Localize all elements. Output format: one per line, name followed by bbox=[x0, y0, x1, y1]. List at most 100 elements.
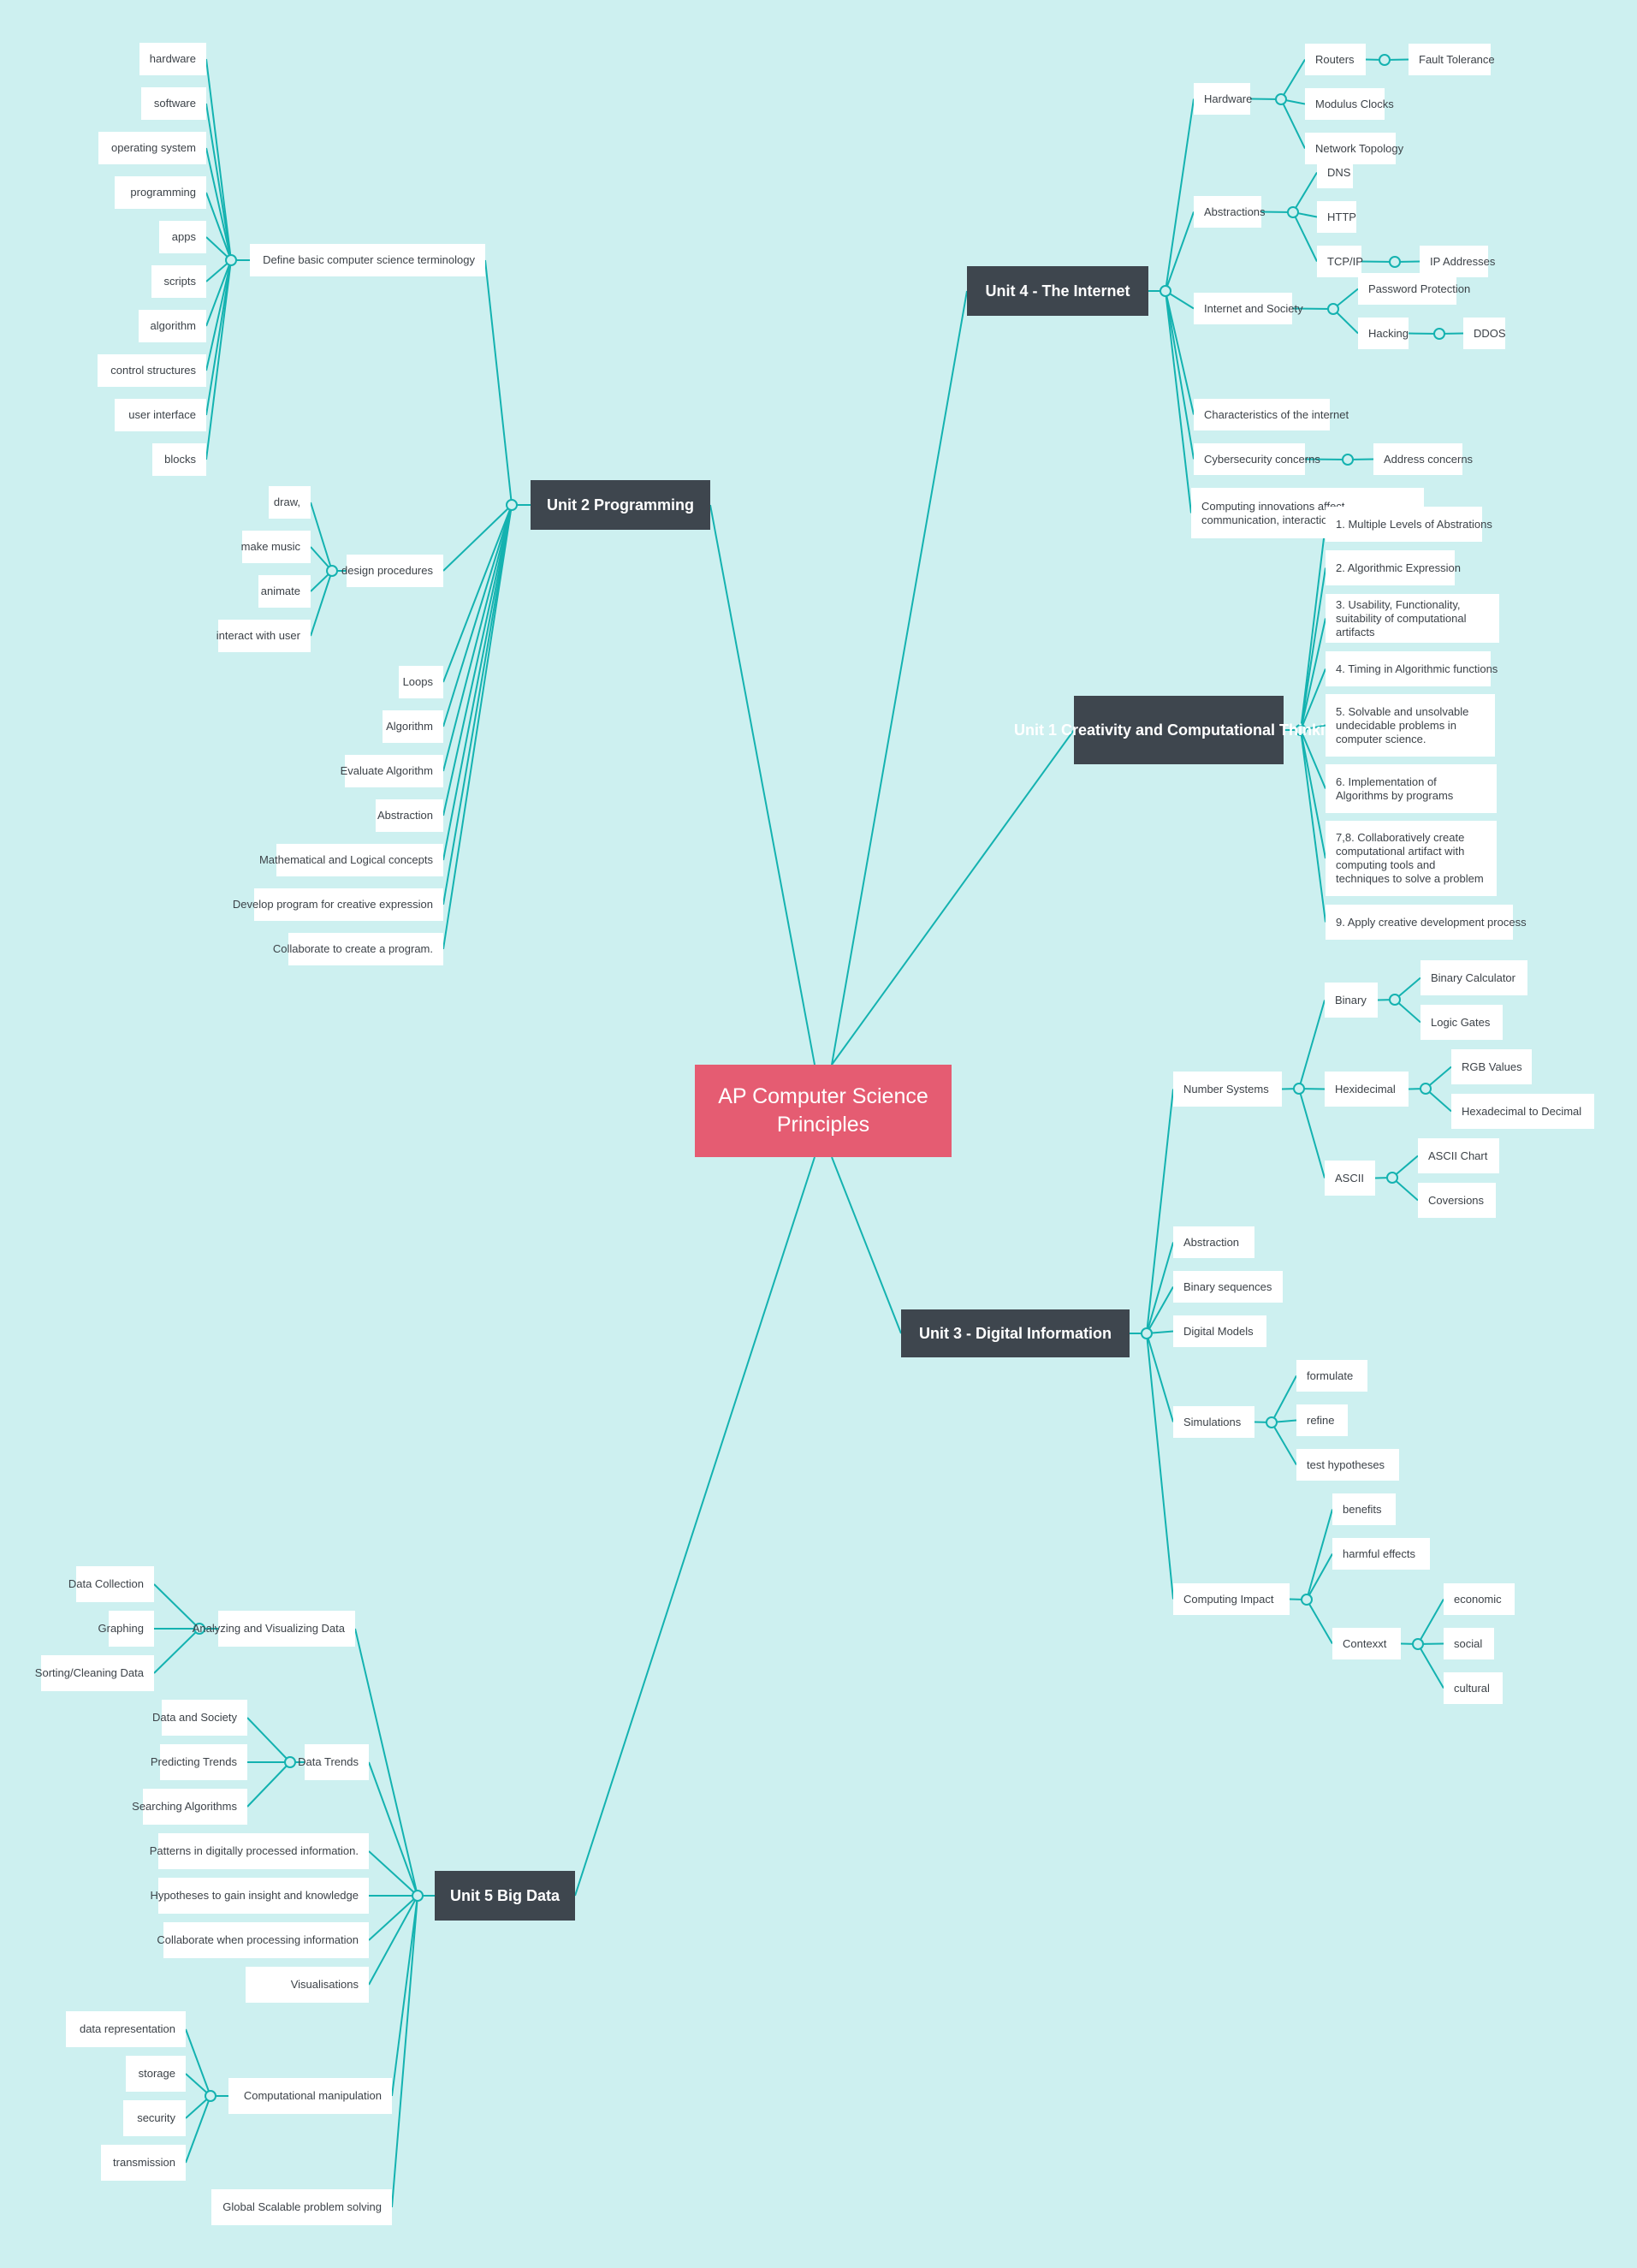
topic-programming[interactable]: programming bbox=[115, 176, 206, 209]
topic-graphing[interactable]: Graphing bbox=[98, 1611, 154, 1647]
collapse-toggle-icon[interactable] bbox=[1301, 1594, 1313, 1606]
topic-5-solvable-and-unsolvable-undecidable-pr[interactable]: 5. Solvable and unsolvable undecidable p… bbox=[1326, 694, 1495, 757]
topic-storage[interactable]: storage bbox=[126, 2056, 186, 2092]
topic-rgb-values[interactable]: RGB Values bbox=[1451, 1049, 1532, 1084]
topic-global-scalable-problem-solving[interactable]: Global Scalable problem solving bbox=[211, 2189, 392, 2225]
topic-ip-addresses[interactable]: IP Addresses bbox=[1420, 246, 1495, 277]
collapse-toggle-icon[interactable] bbox=[1287, 206, 1299, 218]
topic-patterns-in-digitally-processed-informat[interactable]: Patterns in digitally processed informat… bbox=[150, 1833, 369, 1869]
collapse-toggle-icon[interactable] bbox=[1412, 1638, 1424, 1650]
topic-http[interactable]: HTTP bbox=[1317, 201, 1356, 233]
topic-coversions[interactable]: Coversions bbox=[1418, 1183, 1496, 1218]
topic-data-trends[interactable]: Data Trends bbox=[298, 1744, 369, 1780]
topic-abstraction[interactable]: Abstraction bbox=[1173, 1226, 1254, 1258]
topic-loops[interactable]: Loops bbox=[399, 666, 443, 698]
topic-transmission[interactable]: transmission bbox=[101, 2145, 186, 2181]
collapse-toggle-icon[interactable] bbox=[284, 1756, 296, 1768]
topic-abstractions[interactable]: Abstractions bbox=[1194, 196, 1266, 228]
topic-3-usability-functionality-suitability-of[interactable]: 3. Usability, Functionality, suitability… bbox=[1326, 594, 1499, 643]
central-topic[interactable]: AP Computer Science Principles bbox=[695, 1065, 952, 1157]
topic-simulations[interactable]: Simulations bbox=[1173, 1406, 1254, 1438]
collapse-toggle-icon[interactable] bbox=[1327, 303, 1339, 315]
collapse-toggle-icon[interactable] bbox=[1389, 256, 1401, 268]
topic-data-collection[interactable]: Data Collection bbox=[68, 1566, 154, 1602]
topic-password-protection[interactable]: Password Protection bbox=[1358, 273, 1470, 305]
topic-digital-models[interactable]: Digital Models bbox=[1173, 1315, 1266, 1347]
topic-interact-with-user[interactable]: interact with user bbox=[216, 620, 311, 652]
collapse-toggle-icon[interactable] bbox=[1141, 1327, 1153, 1339]
collapse-toggle-icon[interactable] bbox=[1386, 1172, 1398, 1184]
collapse-toggle-icon[interactable] bbox=[1266, 1416, 1278, 1428]
topic-sorting-cleaning-data[interactable]: Sorting/Cleaning Data bbox=[35, 1655, 154, 1691]
topic-binary-calculator[interactable]: Binary Calculator bbox=[1421, 960, 1527, 995]
topic-formulate[interactable]: formulate bbox=[1296, 1360, 1367, 1392]
topic-algorithm[interactable]: Algorithm bbox=[383, 710, 443, 743]
topic-harmful-effects[interactable]: harmful effects bbox=[1332, 1538, 1430, 1570]
topic-contexxt[interactable]: Contexxt bbox=[1332, 1628, 1401, 1659]
topic-abstraction[interactable]: Abstraction bbox=[376, 799, 443, 832]
collapse-toggle-icon[interactable] bbox=[326, 565, 338, 577]
topic-design-procedures[interactable]: design procedures bbox=[341, 555, 443, 587]
topic-mathematical-and-logical-concepts[interactable]: Mathematical and Logical concepts bbox=[259, 844, 443, 876]
topic-social[interactable]: social bbox=[1444, 1628, 1494, 1659]
collapse-toggle-icon[interactable] bbox=[412, 1890, 424, 1902]
topic-7-8-collaboratively-create-computational[interactable]: 7,8. Collaboratively create computationa… bbox=[1326, 821, 1497, 896]
main-topic-u1[interactable]: Unit 1 Creativity and Computational Thin… bbox=[1014, 696, 1343, 764]
topic-hypotheses-to-gain-insight-and-knowledge[interactable]: Hypotheses to gain insight and knowledge bbox=[150, 1878, 369, 1914]
topic-address-concerns[interactable]: Address concerns bbox=[1373, 443, 1473, 475]
topic-ddos[interactable]: DDOS bbox=[1463, 318, 1506, 349]
collapse-toggle-icon[interactable] bbox=[1420, 1083, 1432, 1095]
collapse-toggle-icon[interactable] bbox=[1342, 454, 1354, 466]
topic-data-representation[interactable]: data representation bbox=[66, 2011, 186, 2047]
topic-scripts[interactable]: scripts bbox=[151, 265, 206, 298]
topic-logic-gates[interactable]: Logic Gates bbox=[1421, 1005, 1503, 1040]
topic-routers[interactable]: Routers bbox=[1305, 44, 1366, 75]
topic-benefits[interactable]: benefits bbox=[1332, 1493, 1396, 1525]
topic-hexadecimal-to-decimal[interactable]: Hexadecimal to Decimal bbox=[1451, 1094, 1594, 1129]
topic-control-structures[interactable]: control structures bbox=[98, 354, 206, 387]
collapse-toggle-icon[interactable] bbox=[1275, 93, 1287, 105]
topic-operating-system[interactable]: operating system bbox=[98, 132, 206, 164]
collapse-toggle-icon[interactable] bbox=[1293, 1083, 1305, 1095]
collapse-toggle-icon[interactable] bbox=[1160, 285, 1171, 297]
collapse-toggle-icon[interactable] bbox=[506, 499, 518, 511]
topic-internet-and-society[interactable]: Internet and Society bbox=[1194, 293, 1303, 324]
collapse-toggle-icon[interactable] bbox=[205, 2090, 216, 2102]
collapse-toggle-icon[interactable] bbox=[1389, 994, 1401, 1006]
topic-animate[interactable]: animate bbox=[258, 575, 311, 608]
topic-9-apply-creative-development-process[interactable]: 9. Apply creative development process bbox=[1326, 905, 1527, 940]
topic-computing-impact[interactable]: Computing Impact bbox=[1173, 1583, 1290, 1615]
topic-define-basic-computer-science-terminolog[interactable]: Define basic computer science terminolog… bbox=[250, 244, 485, 276]
topic-hardware[interactable]: hardware bbox=[139, 43, 206, 75]
collapse-toggle-icon[interactable] bbox=[1379, 54, 1391, 66]
topic-visualisations[interactable]: Visualisations bbox=[246, 1967, 369, 2003]
collapse-toggle-icon[interactable] bbox=[1433, 328, 1445, 340]
topic-binary-sequences[interactable]: Binary sequences bbox=[1173, 1271, 1283, 1303]
topic-modulus-clocks[interactable]: Modulus Clocks bbox=[1305, 88, 1394, 120]
topic-ascii[interactable]: ASCII bbox=[1325, 1161, 1375, 1196]
topic-develop-program-for-creative-expression[interactable]: Develop program for creative expression bbox=[233, 888, 443, 921]
topic-2-algorithmic-expression[interactable]: 2. Algorithmic Expression bbox=[1326, 550, 1461, 585]
topic-hexidecimal[interactable]: Hexidecimal bbox=[1325, 1072, 1409, 1107]
topic-data-and-society[interactable]: Data and Society bbox=[152, 1700, 247, 1736]
main-topic-u3[interactable]: Unit 3 - Digital Information bbox=[901, 1309, 1130, 1357]
topic-6-implementation-of-algorithms-by-progra[interactable]: 6. Implementation of Algorithms by progr… bbox=[1326, 764, 1497, 813]
topic-number-systems[interactable]: Number Systems bbox=[1173, 1072, 1282, 1107]
topic-dns[interactable]: DNS bbox=[1317, 157, 1353, 188]
topic-security[interactable]: security bbox=[123, 2100, 186, 2136]
topic-predicting-trends[interactable]: Predicting Trends bbox=[151, 1744, 247, 1780]
topic-evaluate-algorithm[interactable]: Evaluate Algorithm bbox=[341, 755, 443, 787]
main-topic-u4[interactable]: Unit 4 - The Internet bbox=[967, 266, 1148, 316]
topic-test-hypotheses[interactable]: test hypotheses bbox=[1296, 1449, 1399, 1481]
topic-apps[interactable]: apps bbox=[159, 221, 206, 253]
main-topic-u2[interactable]: Unit 2 Programming bbox=[531, 480, 710, 530]
topic-tcp-ip[interactable]: TCP/IP bbox=[1317, 246, 1363, 277]
topic-collaborate-to-create-a-program[interactable]: Collaborate to create a program. bbox=[273, 933, 443, 965]
topic-user-interface[interactable]: user interface bbox=[115, 399, 206, 431]
topic-hacking[interactable]: Hacking bbox=[1358, 318, 1409, 349]
topic-make-music[interactable]: make music bbox=[241, 531, 311, 563]
topic-1-multiple-levels-of-abstrations[interactable]: 1. Multiple Levels of Abstrations bbox=[1326, 507, 1492, 542]
topic-draw[interactable]: draw, bbox=[269, 486, 311, 519]
topic-4-timing-in-algorithmic-functions[interactable]: 4. Timing in Algorithmic functions bbox=[1326, 651, 1498, 686]
topic-economic[interactable]: economic bbox=[1444, 1583, 1515, 1615]
